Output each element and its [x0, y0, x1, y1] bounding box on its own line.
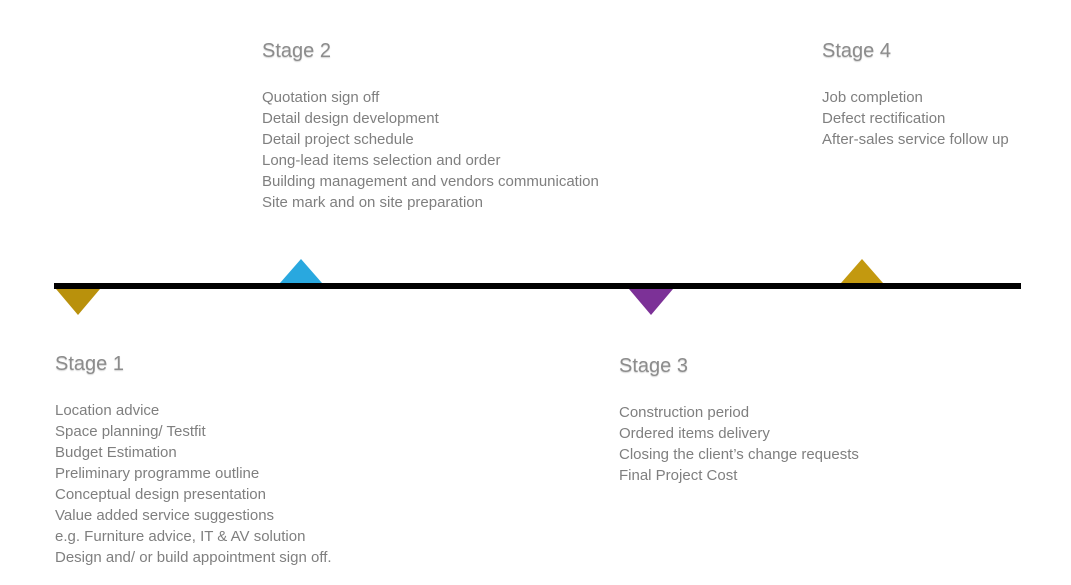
stage-4-item: After-sales service follow up — [822, 131, 1009, 148]
stage-2-item: Quotation sign off — [262, 89, 380, 106]
stage-1-item: e.g. Furniture advice, IT & AV solution — [55, 528, 306, 545]
stage-2-item: Detail design development — [262, 110, 439, 127]
stage-1-item: Space planning/ Testfit — [55, 423, 206, 440]
stage-4-block: Stage 4 Job completion Defect rectificat… — [822, 39, 1009, 150]
stage-2-item: Building management and vendors communic… — [262, 173, 599, 190]
stage-4-title: Stage 4 — [822, 40, 891, 62]
stage-1-item: Preliminary programme outline — [55, 465, 260, 482]
stage-2-block: Stage 2 Quotation sign off Detail design… — [262, 39, 599, 213]
stage-3-item: Construction period — [619, 404, 750, 421]
stage-1-item: Location advice — [55, 402, 160, 419]
stage-1-item: Design and/ or build appointment sign of… — [55, 549, 332, 566]
stage-4-item: Defect rectification — [822, 110, 946, 127]
stage-2-title: Stage 2 — [262, 40, 331, 62]
stage-1-title: Stage 1 — [55, 353, 124, 375]
stage-4-item: Job completion — [822, 89, 923, 106]
stage-2-item: Site mark and on site preparation — [262, 194, 483, 211]
stage-3-item: Closing the client’s change requests — [619, 446, 859, 463]
stage-1-block: Stage 1 Location advice Space planning/ … — [55, 352, 332, 568]
stage-4-items: Job completion Defect rectification Afte… — [822, 87, 1009, 150]
stage-1-item: Conceptual design presentation — [55, 486, 266, 503]
stage-1-item: Value added service suggestions — [55, 507, 275, 524]
stage-3-item: Final Project Cost — [619, 467, 738, 484]
stage-2-item: Long-lead items selection and order — [262, 152, 501, 169]
stage-3-items: Construction period Ordered items delive… — [619, 402, 859, 486]
stage-1-items: Location advice Space planning/ Testfit … — [55, 400, 332, 568]
stage-3-title: Stage 3 — [619, 355, 688, 377]
stage-1-item: Budget Estimation — [55, 444, 177, 461]
stage-2-item: Detail project schedule — [262, 131, 414, 148]
stage-3-triangle-down-icon — [629, 289, 673, 315]
timeline-line — [54, 283, 1021, 289]
stage-3-block: Stage 3 Construction period Ordered item… — [619, 354, 859, 486]
stage-1-triangle-down-icon — [56, 289, 100, 315]
stage-2-triangle-up-icon — [280, 259, 322, 283]
stage-4-triangle-up-icon — [841, 259, 883, 283]
stage-2-items: Quotation sign off Detail design develop… — [262, 87, 599, 213]
stage-3-item: Ordered items delivery — [619, 425, 770, 442]
